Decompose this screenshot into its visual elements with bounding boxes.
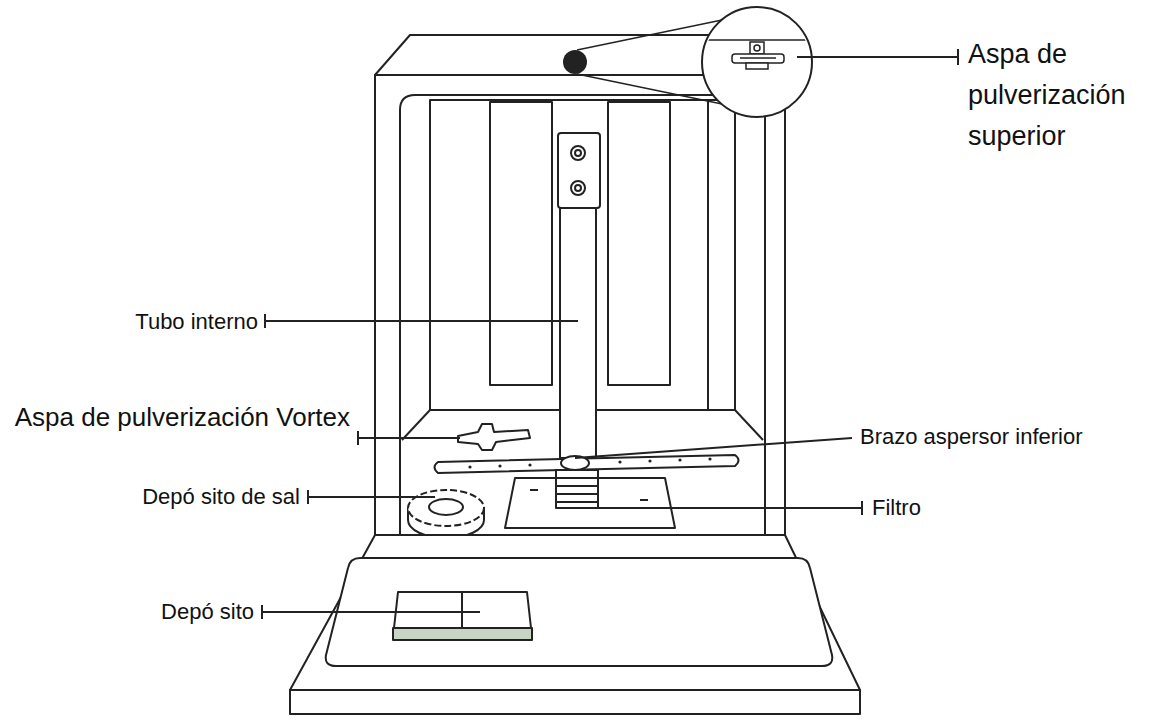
floor-edge — [735, 410, 763, 440]
dishwasher-body — [375, 35, 785, 540]
nozzle — [571, 146, 585, 160]
door-edge — [290, 690, 860, 714]
floor-edge — [402, 410, 430, 440]
leader-tick — [307, 490, 309, 504]
leader-line — [262, 611, 480, 613]
part-label: Filtro — [872, 495, 992, 521]
leader-line — [265, 320, 578, 322]
tub-opening — [400, 95, 765, 540]
door — [290, 535, 860, 714]
magnifier-circle — [702, 7, 812, 117]
filter-plate — [505, 478, 675, 528]
filter-ring — [556, 493, 598, 495]
cabinet — [375, 75, 785, 540]
upper-arm — [732, 54, 784, 63]
vortex-arm — [458, 424, 530, 450]
leader-tick — [357, 431, 359, 445]
part-label: Aspa de pulverización superior — [968, 34, 1160, 157]
wall-rib — [707, 100, 709, 410]
leader-tick — [861, 501, 863, 515]
filter-ring — [556, 485, 598, 487]
tube-head — [558, 133, 600, 208]
leader-line — [575, 438, 852, 458]
arm-line — [740, 57, 776, 59]
nozzle — [575, 185, 581, 191]
dispenser-strip — [393, 628, 532, 640]
leader-line — [797, 56, 958, 58]
filter-ring — [556, 477, 598, 479]
upper-arm-detail — [700, 40, 815, 69]
arm-holes — [468, 457, 711, 468]
part-label: Aspa de pulverización Vortex — [8, 398, 350, 437]
dispenser — [394, 592, 531, 628]
arm-mount — [750, 42, 764, 54]
filter-ring — [556, 501, 598, 503]
inner-tube — [558, 133, 600, 458]
salt-cap-top — [408, 490, 484, 526]
wall-rib — [608, 102, 670, 385]
plate-mark — [640, 499, 648, 501]
nozzle — [571, 181, 585, 195]
leader-tick — [264, 314, 266, 328]
dispenser-divider — [461, 592, 463, 628]
wall-rib — [490, 102, 552, 385]
filter-cylinder — [556, 470, 598, 508]
arm-nozzle — [746, 63, 768, 69]
part-label: Depó sito — [90, 599, 254, 625]
magnifier-ray — [577, 20, 722, 50]
leader-line — [590, 507, 862, 509]
detail-spot — [563, 50, 587, 74]
magnifier-ray — [577, 74, 722, 104]
leader-line — [308, 496, 435, 498]
ceiling-line — [700, 39, 815, 41]
leader-lines — [262, 49, 958, 619]
tube — [560, 200, 596, 458]
nozzle — [575, 150, 581, 156]
filter — [505, 470, 675, 528]
magnifier — [563, 7, 815, 117]
salt-cap-center — [429, 499, 463, 515]
part-label: Brazo aspersor inferior — [860, 424, 1160, 450]
leader-tick — [957, 49, 959, 65]
part-label: Depó sito de sal — [50, 484, 300, 510]
plate-mark — [530, 489, 538, 491]
part-label: Tubo interno — [40, 309, 258, 335]
leader-tick — [261, 605, 263, 619]
arm-screw — [754, 45, 760, 51]
leader-line — [358, 437, 460, 439]
